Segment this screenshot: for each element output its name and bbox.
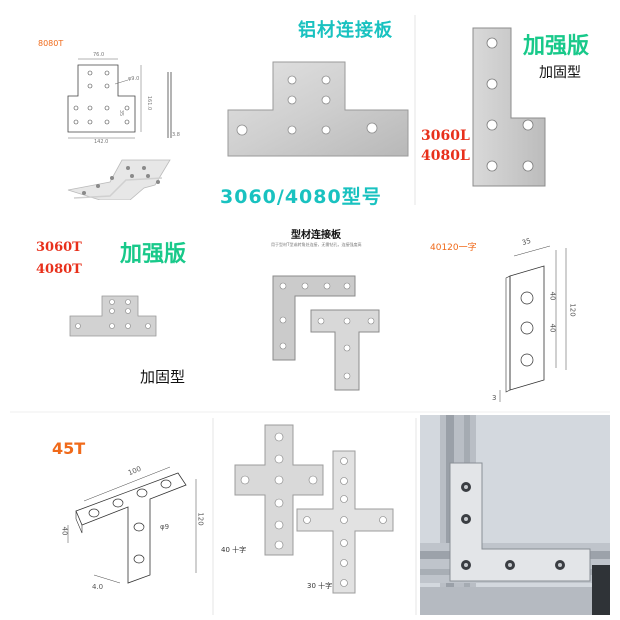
- panel-8080t-drawing: 8080T 76.0 φ9.0 142.0 161.: [10, 10, 200, 200]
- model-code: 45T: [52, 439, 86, 458]
- dim-h1: 40: [548, 291, 557, 301]
- dim-stem: 40: [60, 526, 69, 536]
- model-code: 8080T: [38, 39, 64, 48]
- dim-hole: φ9: [160, 523, 170, 531]
- dim-height: 120: [196, 512, 205, 526]
- panel-t-plate-enhanced: 3060T 4080T 加强版 加固型: [10, 210, 210, 410]
- panel-l-plate: 加强版 加固型 3060L 4080L: [415, 10, 615, 210]
- dim-thickness: 3.8: [172, 132, 180, 138]
- panel-cross-plates: 40 十字 30 十字: [215, 415, 410, 615]
- panel-subtitle: 3060/4080型号: [220, 186, 382, 208]
- dim-thickness: 4.0: [92, 583, 104, 591]
- panel-profile-plate: 型材连接板 用于型材T型或转角处连接，无需钻孔，连接强度高: [215, 220, 415, 410]
- label-30-cross: 30 十字: [307, 582, 333, 590]
- technical-drawing: [67, 58, 172, 200]
- panel-45t-drawing: 45T 100 120 40 4.0 φ9: [10, 415, 210, 615]
- cross-plates-image: [234, 424, 394, 594]
- installed-bracket-image: [420, 415, 610, 615]
- dim-total: 120: [568, 303, 577, 317]
- panel-installation-photo: [420, 415, 610, 615]
- model-3060l: 3060L: [421, 128, 470, 144]
- t-plate-image: [227, 61, 409, 157]
- dim-bottom-width: 142.0: [94, 139, 109, 145]
- label-40-cross: 40 十字: [221, 546, 247, 554]
- panel-title: 型材连接板: [291, 230, 341, 241]
- dim-hole: φ9.0: [128, 76, 140, 82]
- model-3060t: 3060T: [36, 240, 82, 255]
- model-4080t: 4080T: [36, 262, 82, 277]
- dim-inner: 35: [118, 109, 125, 117]
- panel-aluminum-plate-photo: 铝材连接板 3060/4080型号: [210, 10, 410, 210]
- dim-thickness: 3: [492, 394, 497, 402]
- t-plate-image: [69, 295, 157, 337]
- badge-enhanced: 加强版: [523, 34, 590, 59]
- panel-description: 用于型材T型或转角处连接，无需钻孔，连接强度高: [271, 242, 362, 247]
- model-code: 40120一字: [430, 243, 477, 253]
- type-label: 加固型: [539, 65, 581, 81]
- l-plate-image: [472, 27, 546, 187]
- dim-top-width: 76.0: [93, 52, 105, 58]
- technical-drawing: [499, 245, 567, 402]
- plate-pair-image: [272, 275, 380, 391]
- badge-enhanced: 加强版: [120, 242, 187, 267]
- dim-h2: 40: [548, 323, 557, 333]
- dim-height: 161.0: [146, 95, 153, 111]
- panel-40120-drawing: 40120一字 35 40 40 120 3: [420, 220, 610, 410]
- model-4080l: 4080L: [421, 148, 470, 164]
- technical-drawing: [67, 466, 197, 584]
- panel-title: 铝材连接板: [298, 20, 393, 41]
- type-label: 加固型: [140, 368, 186, 386]
